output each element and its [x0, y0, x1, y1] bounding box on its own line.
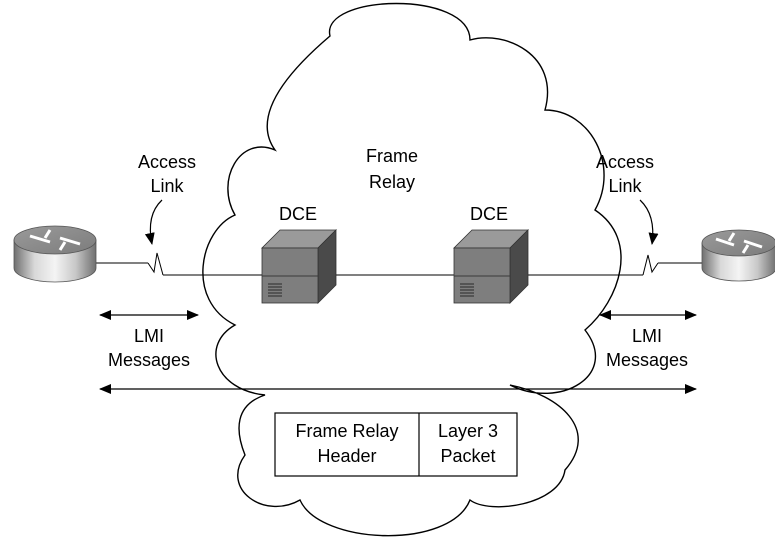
right-lmi-label-line2: Messages	[606, 350, 688, 370]
left-router-icon	[13, 225, 97, 283]
right-access-zigzag	[642, 254, 659, 276]
left-dce-label: DCE	[279, 204, 317, 224]
frame-structure-box	[274, 412, 518, 477]
right-router-icon	[701, 229, 775, 282]
left-access-link-arrow	[144, 199, 163, 245]
left-lmi-label-line2: Messages	[108, 350, 190, 370]
right-dce-label: DCE	[470, 204, 508, 224]
left-access-link-label-line2: Link	[150, 176, 184, 196]
layer3-packet-label-line2: Packet	[440, 446, 495, 466]
frame-relay-header-label-line1: Frame Relay	[295, 421, 398, 441]
layer3-packet-label-line1: Layer 3	[438, 421, 498, 441]
right-access-link-label-line2: Link	[608, 176, 642, 196]
left-access-link-label-line1: Access	[138, 152, 196, 172]
right-access-link-label-line1: Access	[596, 152, 654, 172]
cloud-label-line2: Relay	[369, 172, 415, 192]
left-dce-switch-icon	[261, 229, 337, 304]
left-access-zigzag	[147, 252, 164, 276]
right-lmi-label-line1: LMI	[632, 326, 662, 346]
right-access-link-arrow	[639, 199, 659, 245]
cloud-label-line1: Frame	[366, 146, 418, 166]
left-lmi-label-line1: LMI	[134, 326, 164, 346]
frame-relay-header-label-line2: Header	[317, 446, 376, 466]
frame-relay-cloud	[202, 2, 622, 537]
right-dce-switch-icon	[453, 229, 529, 304]
